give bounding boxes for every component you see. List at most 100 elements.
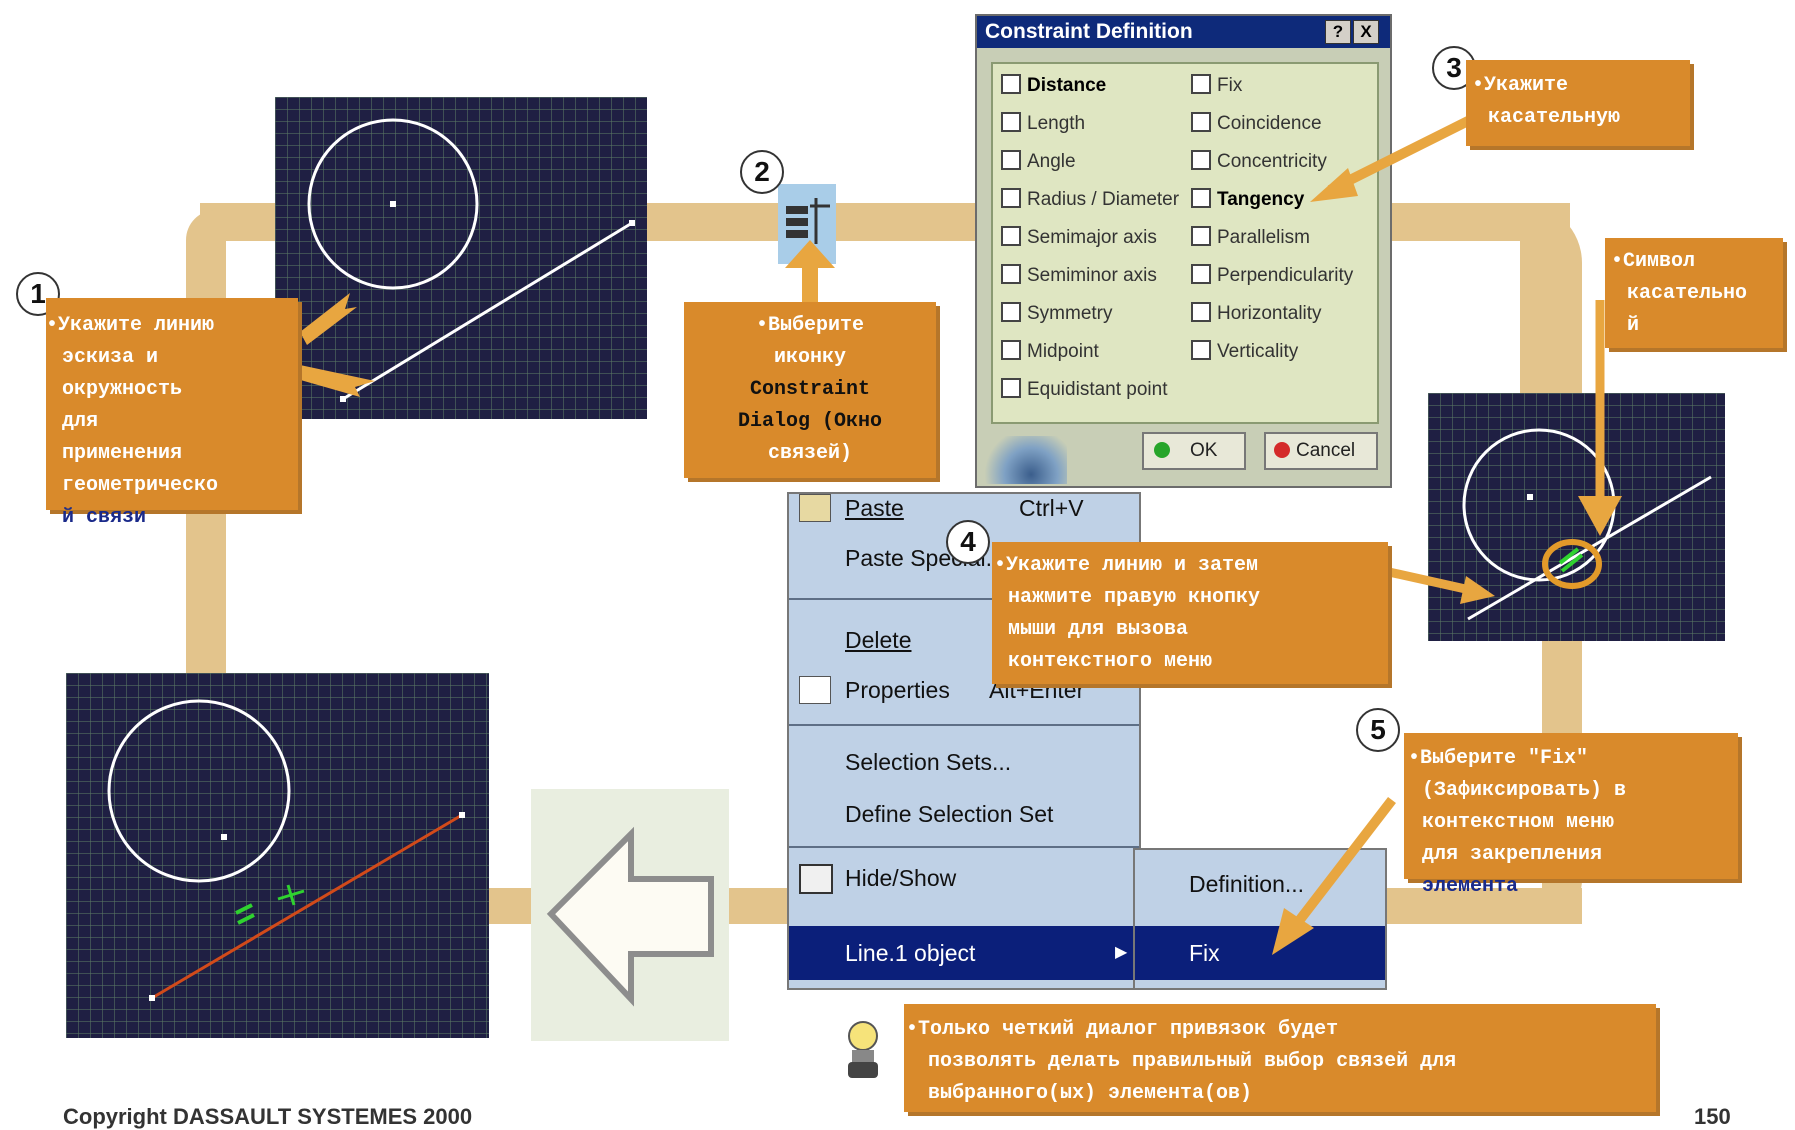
menu-item-paste[interactable]: Paste Ctrl+V xyxy=(789,486,1139,530)
sketch-geometry-result xyxy=(107,699,465,1001)
callout-line: выбранного(ых) элемента(ов) xyxy=(928,1082,1253,1105)
constraint-definition-dialog: Constraint Definition ? X Distance Lengt… xyxy=(975,14,1392,488)
callout-line: •Выберите xyxy=(755,314,865,337)
ok-button[interactable]: OK xyxy=(1142,432,1246,470)
checkbox-label: Verticality xyxy=(1217,341,1299,362)
menu-label: Fix xyxy=(1189,940,1220,966)
checkbox-distance[interactable]: Distance xyxy=(1001,74,1106,98)
cancel-button[interactable]: Cancel xyxy=(1264,432,1378,470)
callout-line: окружность xyxy=(62,378,183,401)
submenu-arrow-icon: ▶ xyxy=(1115,944,1128,961)
object-submenu: Definition... Fix xyxy=(1133,848,1387,990)
sketch-canvas-step1[interactable] xyxy=(275,97,647,419)
submenu-item-definition[interactable]: Definition... xyxy=(1135,862,1385,906)
checkbox-label: Semiminor axis xyxy=(1027,265,1157,286)
checkbox-semiminor-axis[interactable]: Semiminor axis xyxy=(1001,264,1157,288)
constraint-icon xyxy=(786,198,830,244)
checkbox-length[interactable]: Length xyxy=(1001,112,1085,136)
checkbox-label: Length xyxy=(1027,113,1086,134)
menu-item-define-selection-set[interactable]: Define Selection Set xyxy=(789,792,1139,836)
checkbox-label: Fix xyxy=(1217,75,1243,96)
menu-label: Paste xyxy=(845,495,904,521)
ok-icon xyxy=(1154,442,1170,458)
menu-label: Hide/Show xyxy=(845,865,957,891)
step-number-4: 4 xyxy=(946,520,990,564)
callout-step1: •Укажите линию эскиза и окружность для п… xyxy=(46,298,298,529)
callout-line: й связи xyxy=(62,506,147,529)
arrow-to-tangency xyxy=(1310,115,1473,202)
menu-separator xyxy=(789,846,1139,848)
callout-line: •Символ xyxy=(1611,250,1696,273)
callout-step4: •Укажите линию и затем нажмите правую кн… xyxy=(992,542,1388,684)
menu-item-selection-sets[interactable]: Selection Sets... xyxy=(789,740,1139,784)
paste-icon xyxy=(799,494,831,522)
callout-tangency-symbol: •Символ касательно й xyxy=(1605,238,1783,348)
callout-step2: •Выберите иконку Constraint Dialog (Окно… xyxy=(684,302,936,478)
callout-tip: •Только четкий диалог привязок будет поз… xyxy=(904,1004,1656,1112)
checkbox-label: Symmetry xyxy=(1027,303,1113,324)
checkbox-symmetry[interactable]: Symmetry xyxy=(1001,302,1113,326)
menu-shortcut: Ctrl+V xyxy=(1019,495,1084,521)
checkbox-label: Parallelism xyxy=(1217,227,1310,248)
checkbox-angle[interactable]: Angle xyxy=(1001,150,1076,174)
checkbox-midpoint[interactable]: Midpoint xyxy=(1001,340,1099,364)
close-button[interactable]: X xyxy=(1353,20,1379,44)
menu-item-delete[interactable]: Delete xyxy=(789,618,1139,662)
back-arrow-graphic xyxy=(531,789,729,1041)
copyright: Copyright DASSAULT SYSTEMES 2000 xyxy=(63,1104,473,1129)
callout-line: элемента xyxy=(1422,875,1519,898)
ok-label: OK xyxy=(1190,440,1218,461)
left-arrow-icon xyxy=(546,826,714,1007)
checkbox-equidistant-point[interactable]: Equidistant point xyxy=(1001,378,1168,402)
checkbox-concentricity[interactable]: Concentricity xyxy=(1191,150,1327,174)
menu-separator xyxy=(789,724,1139,726)
callout-line: применения xyxy=(62,442,183,465)
menu-label: Line.1 object xyxy=(845,940,976,966)
checkbox-label: Concentricity xyxy=(1217,151,1327,172)
menu-item-hide-show[interactable]: Hide/Show xyxy=(789,856,1139,900)
callout-line: геометрическо xyxy=(62,474,219,497)
checkbox-label: Horizontality xyxy=(1217,303,1322,324)
sketch-canvas-result[interactable] xyxy=(66,673,489,1038)
checkbox-label: Coincidence xyxy=(1217,113,1322,134)
checkbox-label: Equidistant point xyxy=(1027,379,1168,400)
checkbox-coincidence[interactable]: Coincidence xyxy=(1191,112,1322,136)
properties-icon xyxy=(799,676,831,704)
menu-label: Properties xyxy=(845,677,950,703)
checkbox-semimajor-axis[interactable]: Semimajor axis xyxy=(1001,226,1157,250)
step-number-5: 5 xyxy=(1356,708,1400,752)
checkbox-horizontality[interactable]: Horizontality xyxy=(1191,302,1322,326)
checkbox-tangency[interactable]: Tangency xyxy=(1191,188,1304,212)
menu-item-line-object[interactable]: Line.1 object ▶ xyxy=(789,926,1139,980)
callout-line: нажмите правую кнопку xyxy=(1008,586,1261,609)
callout-step3: •Укажите касательную xyxy=(1466,60,1690,146)
callout-line: й xyxy=(1627,314,1640,337)
callout-line: касательную xyxy=(1488,106,1621,129)
checkbox-verticality[interactable]: Verticality xyxy=(1191,340,1298,364)
callout-line: •Укажите xyxy=(1472,74,1569,97)
checkbox-label: Tangency xyxy=(1217,189,1305,210)
callout-line: для закрепления xyxy=(1422,843,1603,866)
catia-logo xyxy=(977,436,1067,484)
callout-line: касательно xyxy=(1627,282,1748,305)
callout-line: контекстного меню xyxy=(1008,650,1213,673)
submenu-item-fix[interactable]: Fix xyxy=(1135,926,1385,980)
tip-icon xyxy=(840,1018,886,1080)
flow-track-right-top xyxy=(1520,203,1582,403)
callout-line: мыши для вызова xyxy=(1008,618,1189,641)
menu-label: Definition... xyxy=(1189,871,1305,897)
arrow-to-line-step4 xyxy=(1380,565,1495,604)
checkbox-radius-diameter[interactable]: Radius / Diameter xyxy=(1001,188,1179,212)
callout-line: •Выберите "Fix" xyxy=(1408,747,1589,770)
checkbox-fix[interactable]: Fix xyxy=(1191,74,1242,98)
help-button[interactable]: ? xyxy=(1325,20,1351,44)
callout-line: эскиза и xyxy=(62,346,159,369)
checkbox-label: Angle xyxy=(1027,151,1076,172)
sketch-geometry-step1 xyxy=(297,118,635,402)
menu-label: Selection Sets... xyxy=(845,749,1012,775)
cancel-label: Cancel xyxy=(1296,440,1356,461)
dialog-title: Constraint Definition xyxy=(985,20,1193,43)
checkbox-perpendicularity[interactable]: Perpendicularity xyxy=(1191,264,1353,288)
checkbox-parallelism[interactable]: Parallelism xyxy=(1191,226,1310,250)
callout-line: Constraint xyxy=(749,378,871,401)
